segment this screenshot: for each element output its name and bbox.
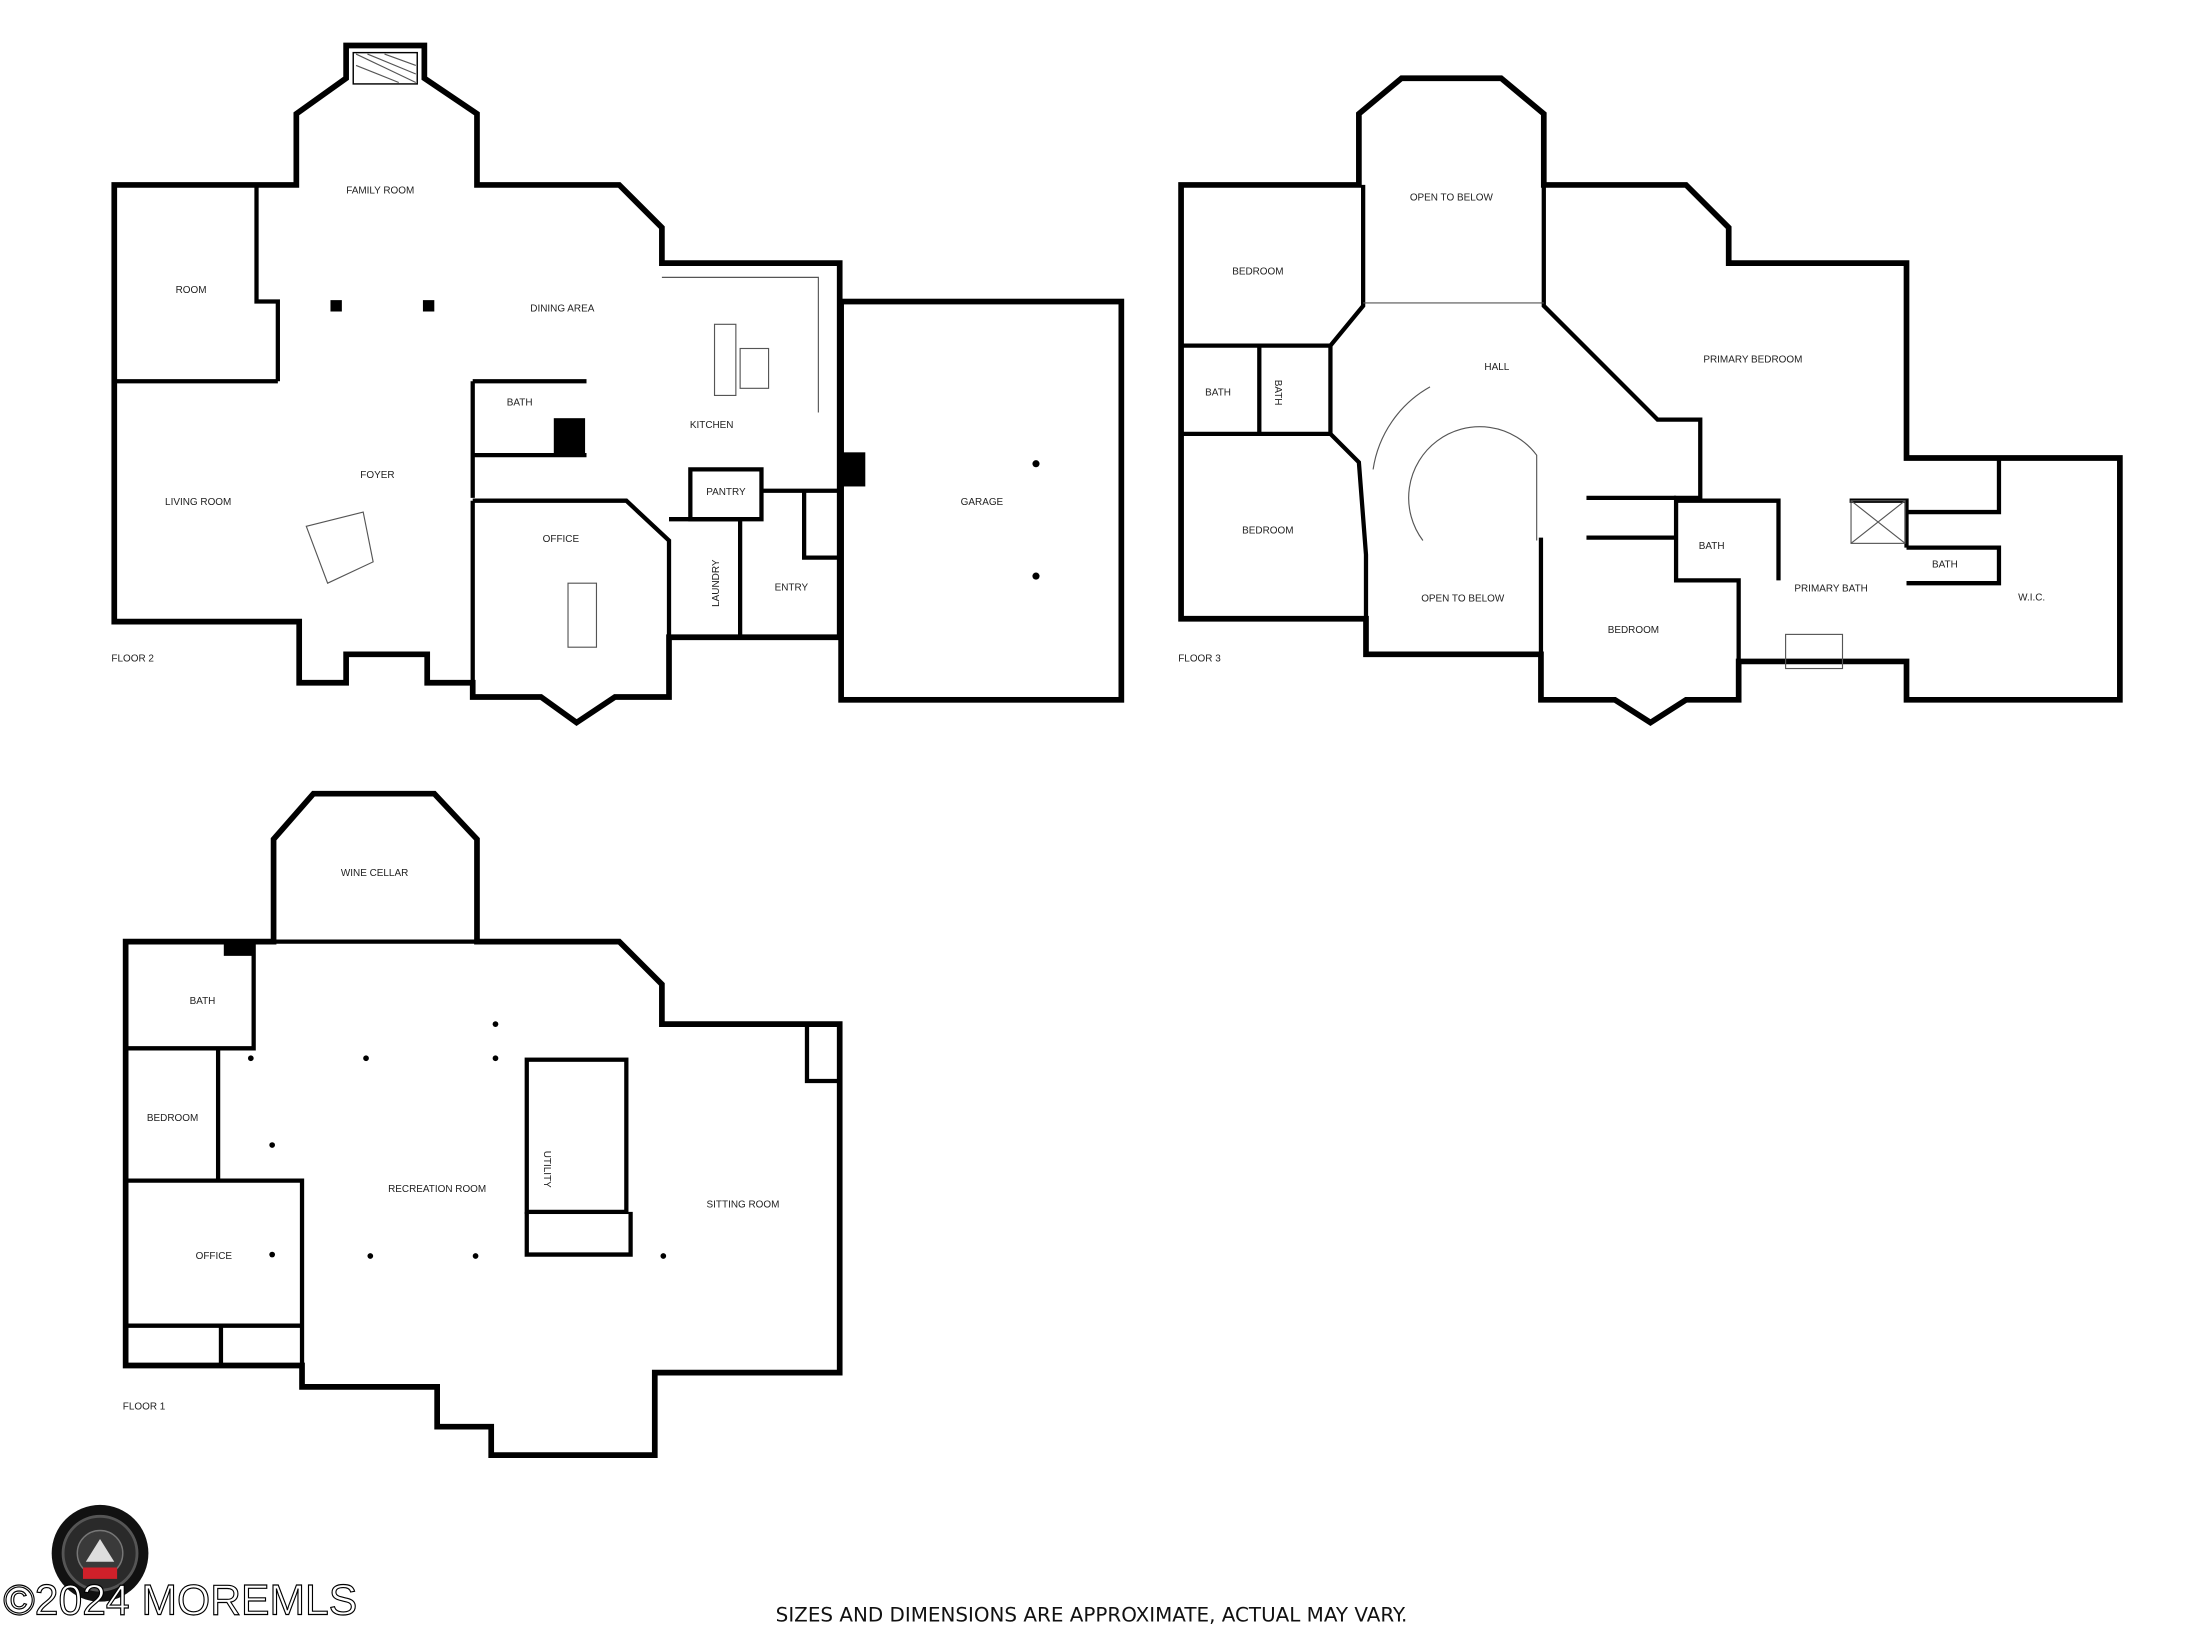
column-dots (247, 1021, 667, 1259)
room-label: BATH (1699, 541, 1725, 552)
room-label: FAMILY ROOM (346, 185, 414, 196)
room-label: PANTRY (706, 487, 746, 498)
room-label: OFFICE (543, 534, 580, 545)
disclaimer: SIZES AND DIMENSIONS ARE APPROXIMATE, AC… (776, 1604, 1408, 1627)
copyright-watermark: ©2024 MOREMLS (3, 1576, 357, 1624)
floor-3-plan: OPEN TO BELOW BEDROOM HALL PRIMARY BEDRO… (1178, 75, 2123, 726)
room-label: BATH (507, 397, 533, 408)
room-label: LIVING ROOM (165, 497, 231, 508)
room-label: ROOM (176, 285, 207, 296)
room-label: BEDROOM (1232, 267, 1283, 278)
room-label: RECREATION ROOM (388, 1184, 486, 1195)
room-label: BATH (190, 996, 216, 1007)
floor-1-outer-walls (122, 790, 843, 1458)
room-label: OPEN TO BELOW (1421, 594, 1505, 605)
room-label: SITTING ROOM (707, 1200, 780, 1211)
garage-walls (838, 298, 1125, 703)
room-label: PRIMARY BEDROOM (1703, 355, 1802, 366)
room-label: OPEN TO BELOW (1410, 193, 1494, 204)
room-label: UTILITY (541, 1151, 552, 1188)
floor-2-outer-walls (111, 42, 843, 727)
room-label: KITCHEN (690, 420, 734, 431)
room-label: HALL (1484, 362, 1509, 373)
room-label: BEDROOM (147, 1113, 198, 1124)
logo (51, 1504, 149, 1602)
room-label: BEDROOM (1608, 625, 1659, 636)
room-label: GARAGE (961, 497, 1004, 508)
room-label: DINING AREA (530, 304, 594, 315)
room-label: ENTRY (775, 582, 809, 593)
floor-label: FLOOR 3 (1178, 653, 1221, 664)
room-label: FOYER (360, 470, 394, 481)
room-label: BATH (1932, 560, 1958, 571)
room-label: LAUNDRY (711, 559, 722, 607)
room-label: W.I.C. (2018, 592, 2045, 603)
room-label: BATH (1205, 387, 1231, 398)
floor-2-plan: FAMILY ROOM ROOM DINING AREA BATH KITCHE… (111, 42, 1125, 727)
room-label: PRIMARY BATH (1794, 584, 1867, 595)
floor-1-plan: WINE CELLAR BATH BEDROOM UTILITY RECREAT… (122, 790, 843, 1458)
floor-label: FLOOR 1 (123, 1402, 166, 1413)
room-label: OFFICE (196, 1251, 233, 1262)
floor-2-interior-walls (114, 184, 840, 683)
floor-3-interior-walls (1181, 184, 2002, 662)
floor-3-outer-walls (1178, 75, 2123, 726)
floor-1-interior-walls (125, 939, 840, 1366)
floor-label: FLOOR 2 (111, 653, 154, 664)
room-label: BEDROOM (1242, 525, 1293, 536)
room-label: BATH (1272, 380, 1283, 406)
room-label: WINE CELLAR (341, 868, 408, 879)
